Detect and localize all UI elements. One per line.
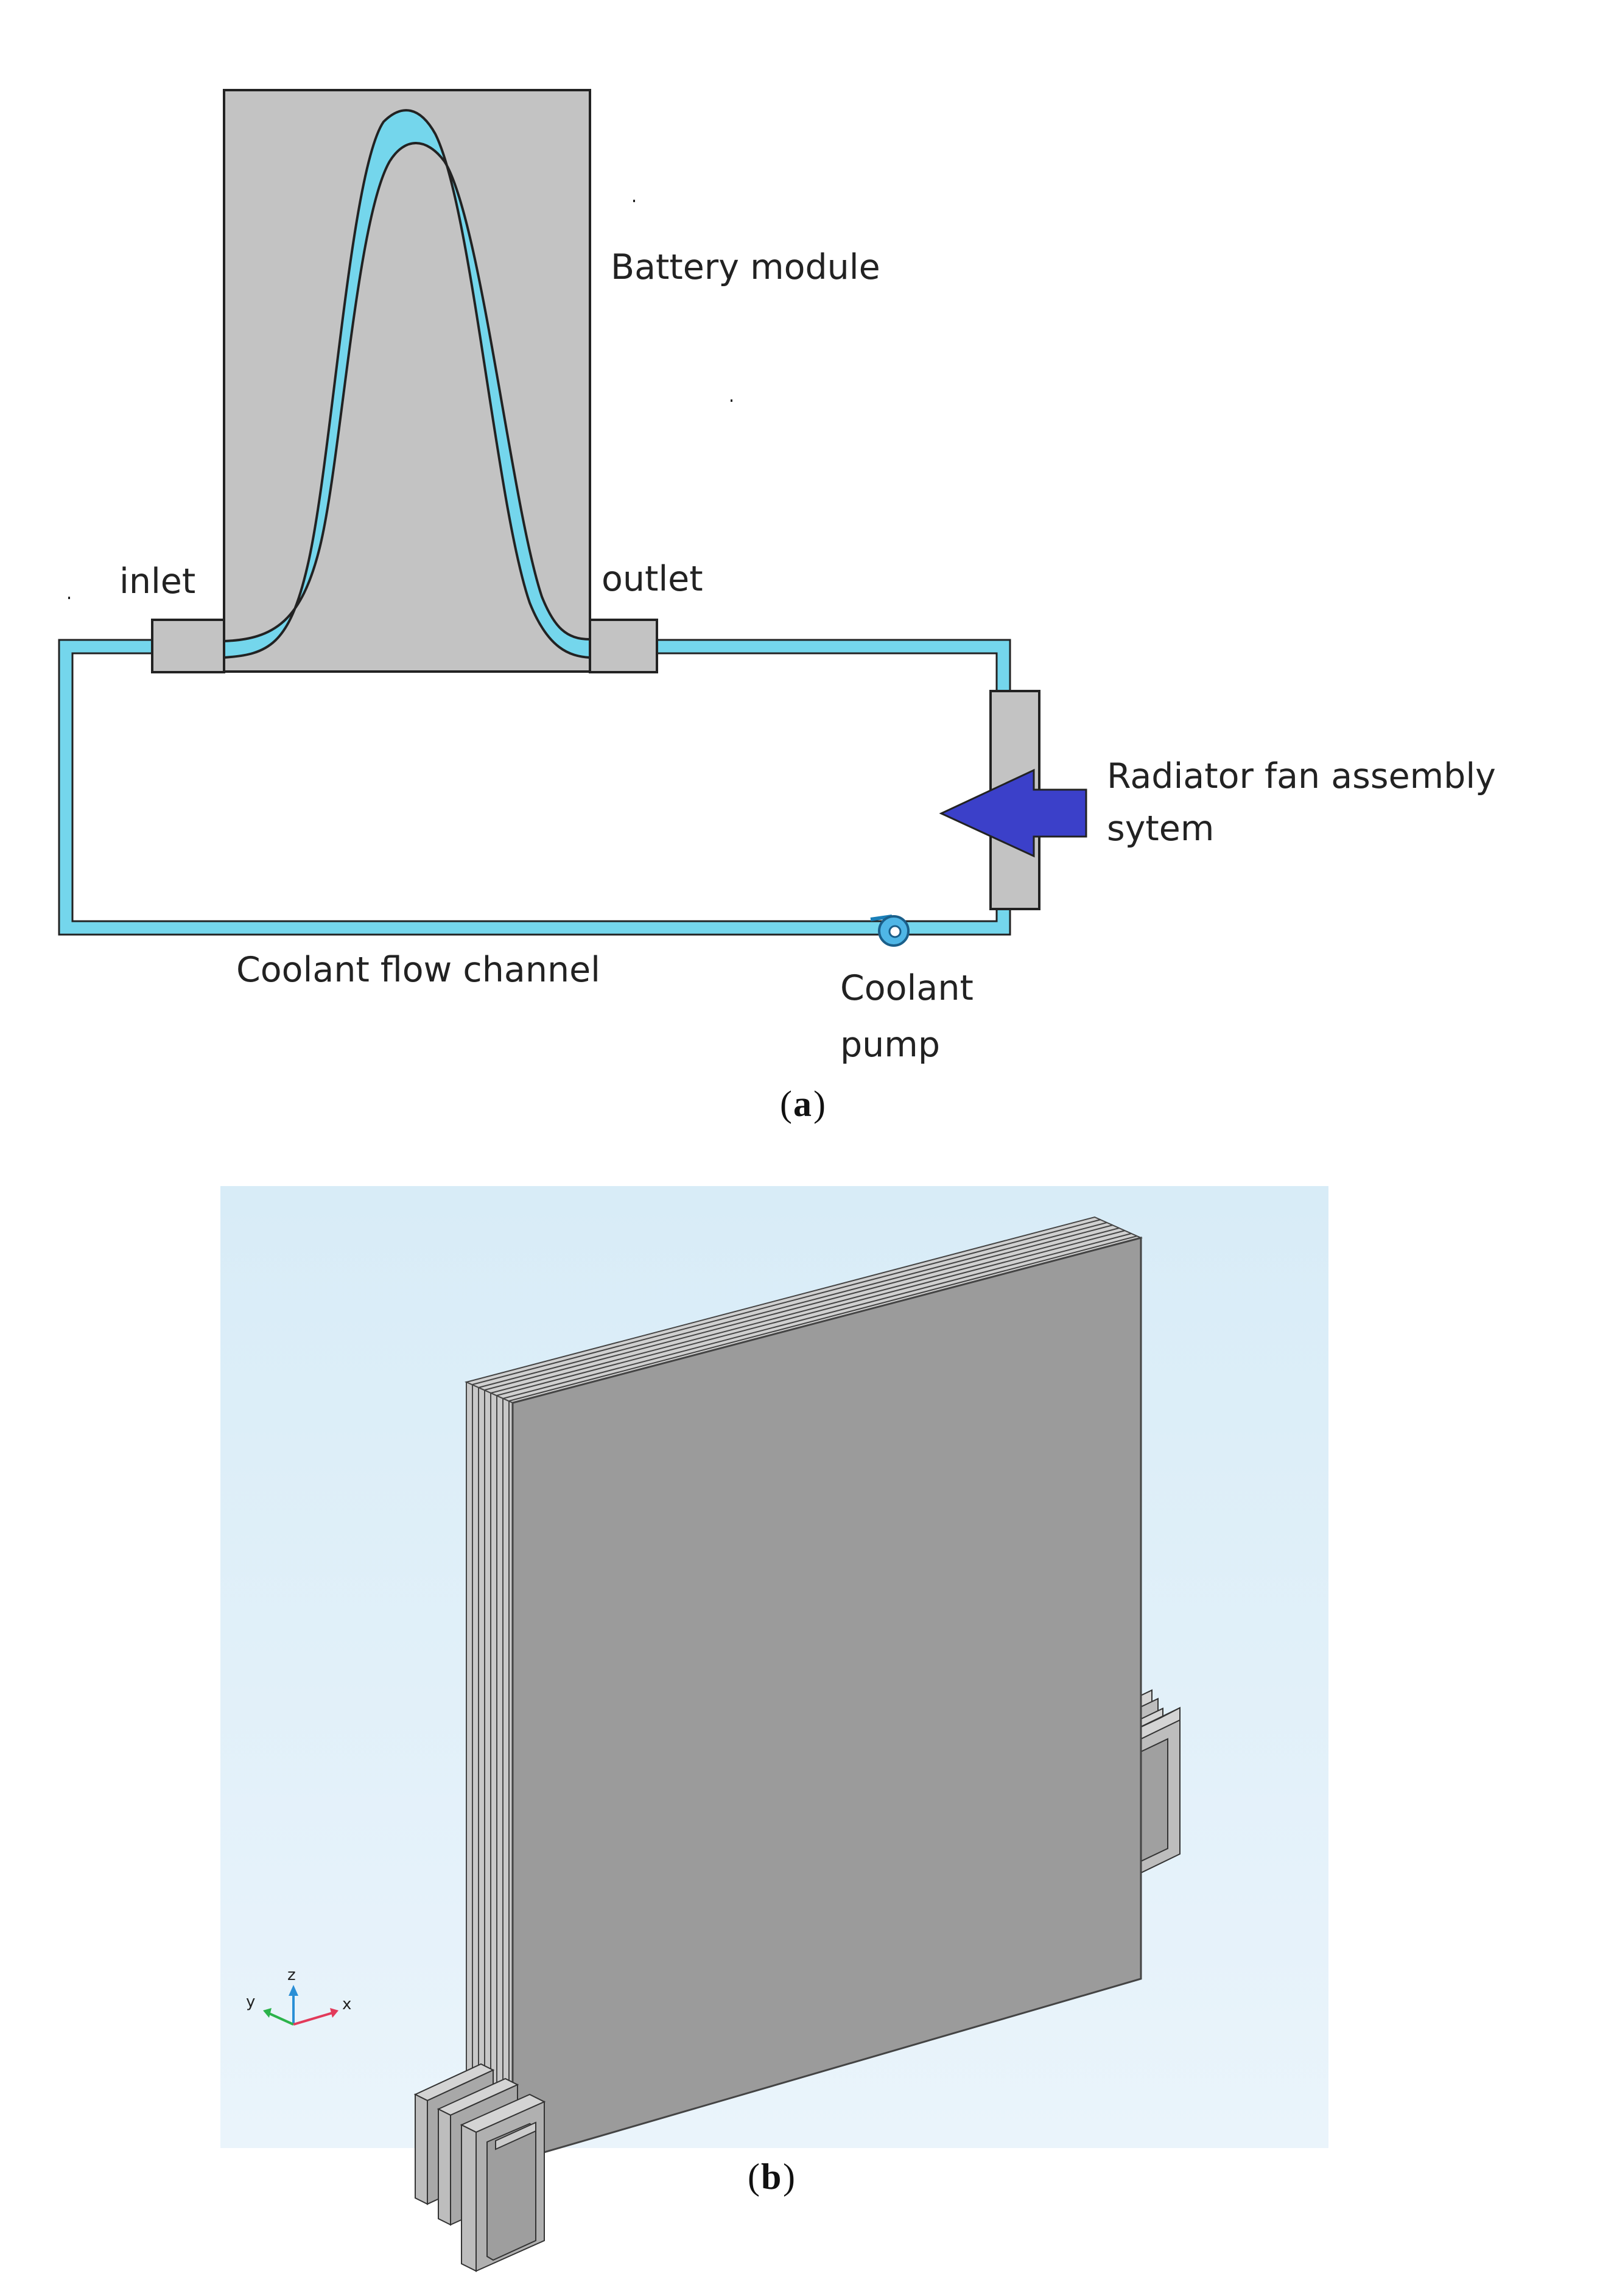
svg-text:b: b bbox=[761, 2157, 781, 2197]
z-axis-arrow bbox=[289, 1985, 298, 1996]
x-axis-label: x bbox=[342, 1995, 351, 2013]
plate-stack bbox=[465, 1216, 1143, 2163]
battery-pack-3d-render: z y x ( b ) bbox=[220, 1186, 1328, 2272]
pump-label-line1: Coolant bbox=[840, 968, 974, 1008]
caption-b: ( b ) bbox=[748, 2157, 795, 2197]
svg-text:a: a bbox=[793, 1084, 812, 1124]
fan-airflow-arrow bbox=[939, 768, 1087, 858]
svg-text:): ) bbox=[783, 2157, 795, 2197]
coolant-channel-label: Coolant flow channel bbox=[236, 950, 600, 990]
stray-mark-1 bbox=[633, 200, 635, 202]
x-axis-arrow bbox=[330, 2008, 339, 2018]
x-axis-line bbox=[293, 2012, 333, 2026]
inlet-connector bbox=[151, 619, 225, 673]
radiator-label-line1: Radiator fan assembly bbox=[1107, 756, 1496, 796]
stray-mark-3 bbox=[68, 597, 70, 599]
cooling-system-diagram: Battery module inlet outlet Radiator fan… bbox=[58, 89, 1496, 1124]
outlet-connector bbox=[589, 619, 658, 673]
panel-b: z y x ( b ) bbox=[0, 1126, 1614, 2294]
y-axis-label: y bbox=[246, 1993, 255, 2011]
coolant-flow-loop bbox=[58, 639, 1011, 936]
svg-text:(: ( bbox=[780, 1084, 792, 1124]
axis-triad: z y x bbox=[246, 1966, 351, 2026]
z-axis-label: z bbox=[287, 1966, 296, 1984]
y-axis-arrow bbox=[263, 2008, 272, 2018]
plate-front-face bbox=[511, 1237, 1142, 2163]
pump-label-line2: pump bbox=[840, 1025, 940, 1065]
battery-module-label: Battery module bbox=[611, 247, 880, 287]
caption-a: ( a ) bbox=[780, 1084, 826, 1124]
tabs-left bbox=[413, 2063, 546, 2272]
inlet-label: inlet bbox=[119, 561, 195, 602]
outlet-label: outlet bbox=[602, 559, 703, 599]
coolant-pump-icon bbox=[870, 915, 910, 947]
y-axis-line bbox=[267, 2012, 294, 2026]
panel-a: Battery module inlet outlet Radiator fan… bbox=[0, 0, 1614, 1126]
radiator-label-line2: sytem bbox=[1107, 809, 1214, 849]
stray-mark-2 bbox=[731, 399, 732, 402]
svg-text:(: ( bbox=[748, 2157, 760, 2197]
svg-text:): ) bbox=[813, 1084, 826, 1124]
